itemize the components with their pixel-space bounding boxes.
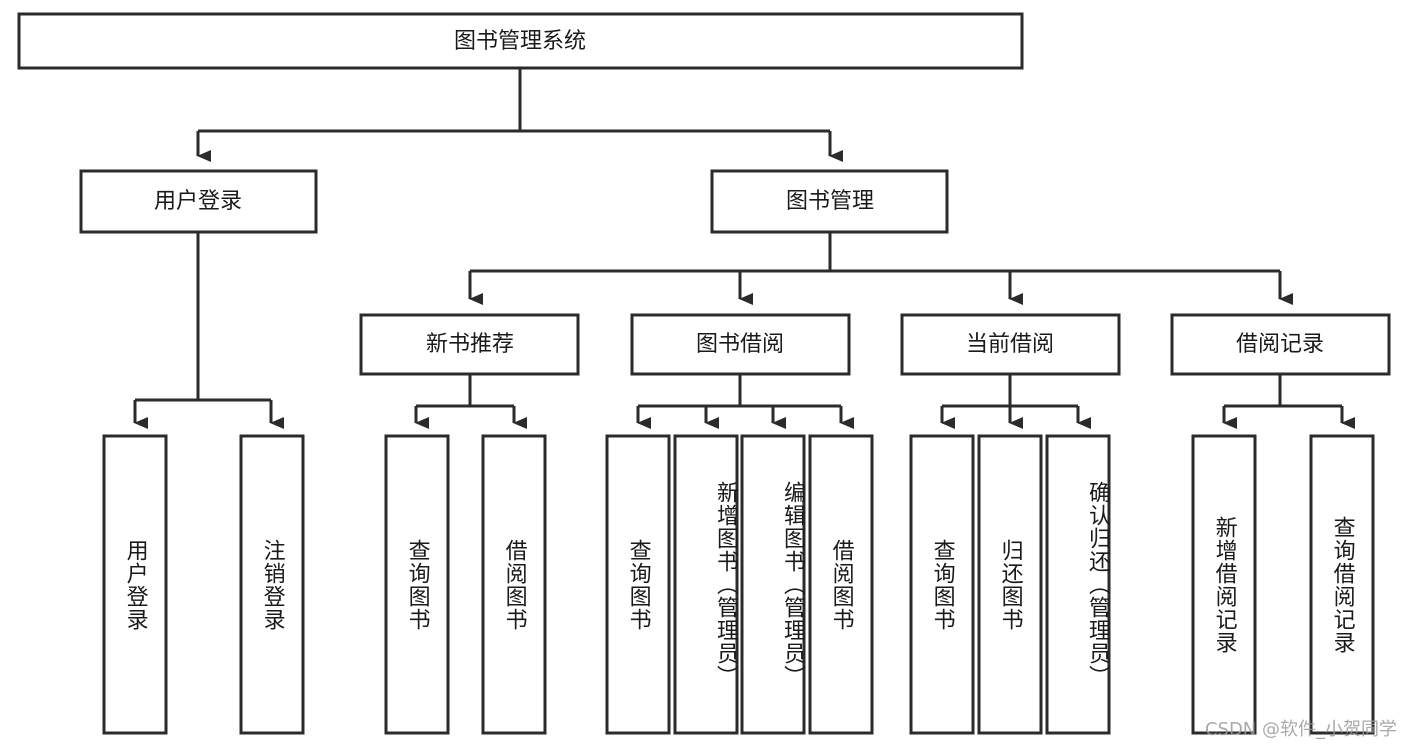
node-borrow-record[interactable]: 借阅记录 xyxy=(1170,313,1391,376)
leaf-box-br-add-record[interactable] xyxy=(1191,434,1257,735)
leaf-box-cb-return-book[interactable] xyxy=(977,434,1043,735)
leaf-box-bb-add-book[interactable] xyxy=(673,434,739,735)
new-book-recommend-box xyxy=(359,313,580,376)
node-user-login[interactable]: 用户登录 xyxy=(79,169,318,234)
leaf-box-bb-edit-book[interactable] xyxy=(740,434,806,735)
leaf-box-nb-borrow-book[interactable] xyxy=(481,434,547,735)
user-login-label: 用户登录 xyxy=(154,189,242,214)
leaf-box-bb-query-book[interactable] xyxy=(605,434,671,735)
node-root[interactable]: 图书管理系统 xyxy=(17,12,1024,70)
book-manage-label: 图书管理 xyxy=(786,189,874,214)
leaf-box-cb-confirm-return[interactable] xyxy=(1045,434,1111,735)
node-new-book-recommend[interactable]: 新书推荐 xyxy=(359,313,580,376)
borrow-record-box xyxy=(1170,313,1391,376)
node-book-borrow[interactable]: 图书借阅 xyxy=(630,313,851,376)
current-borrow-label: 当前借阅 xyxy=(966,332,1054,357)
root-box xyxy=(17,12,1024,70)
leaf-box-bb-borrow-book[interactable] xyxy=(808,434,874,735)
current-borrow-box xyxy=(900,313,1121,376)
leaf-box-br-query-record[interactable] xyxy=(1309,434,1375,735)
csdn-watermark: CSDN @软件_小贺同学 xyxy=(1204,719,1397,740)
leaf-box-logout[interactable] xyxy=(239,434,305,735)
leaf-box-user-login[interactable] xyxy=(102,434,168,735)
borrow-record-label: 借阅记录 xyxy=(1236,332,1324,357)
leaf-box-cb-query-book[interactable] xyxy=(909,434,975,735)
leaf-box-nb-query-book[interactable] xyxy=(384,434,450,735)
node-current-borrow[interactable]: 当前借阅 xyxy=(900,313,1121,376)
book-borrow-label: 图书借阅 xyxy=(696,332,784,357)
root-label: 图书管理系统 xyxy=(454,29,586,54)
new-book-recommend-label: 新书推荐 xyxy=(426,332,514,357)
book-borrow-box xyxy=(630,313,851,376)
node-book-manage[interactable]: 图书管理 xyxy=(710,169,949,234)
book-manage-box xyxy=(710,169,949,234)
